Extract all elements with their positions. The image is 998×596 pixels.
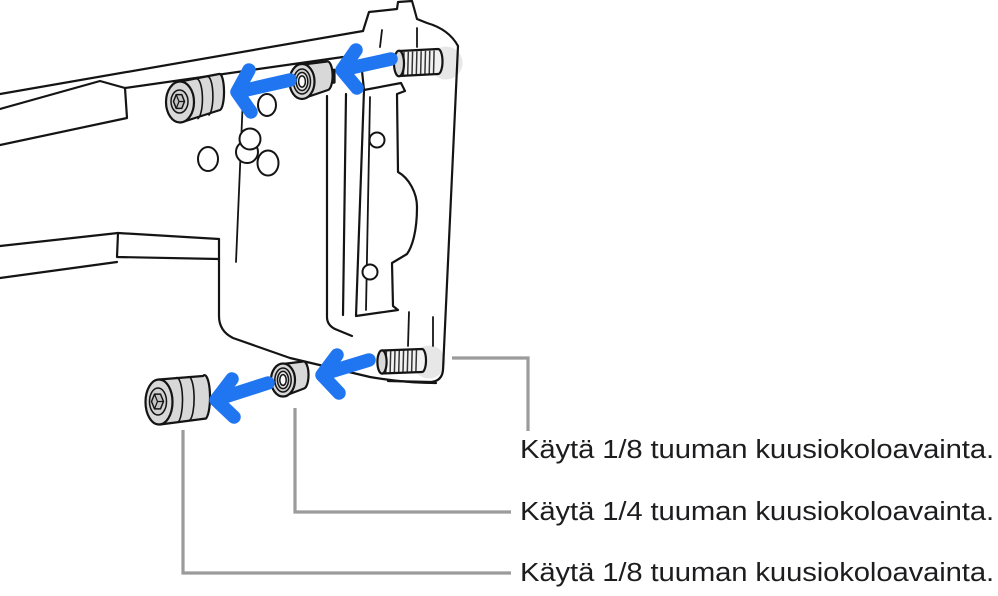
leader-line <box>181 430 511 575</box>
hex-screw-bottom <box>144 374 212 426</box>
left-arrow-icon <box>230 63 297 119</box>
threaded-screw-bottom <box>376 347 428 375</box>
leader-lines <box>181 356 530 575</box>
callout-label: Käytä 1/4 tuuman kuusiokoloavainta. <box>520 498 994 526</box>
hex-screw-top <box>164 72 226 124</box>
bracket-channel <box>354 81 419 318</box>
bracket-holes <box>361 131 386 281</box>
threaded-spacer-top <box>288 60 336 101</box>
left-arrow-icon <box>315 348 376 400</box>
left-arrow-icon <box>209 372 275 424</box>
callout-label: Käytä 1/8 tuuman kuusiokoloavainta. <box>520 559 994 587</box>
left-arrow-icon <box>335 43 398 95</box>
callout-label: Käytä 1/8 tuuman kuusiokoloavainta. <box>520 436 994 464</box>
leader-line <box>452 356 530 431</box>
rail-crease-line <box>235 96 244 263</box>
leader-line <box>293 408 511 514</box>
threaded-screw-top <box>392 47 444 78</box>
thread-lines <box>402 50 435 76</box>
rail-screw-holes <box>197 93 280 177</box>
mounting-bracket <box>325 0 460 384</box>
bracket-outline <box>361 0 460 384</box>
rail-body <box>0 29 438 385</box>
threaded-spacer-bottom <box>269 360 310 398</box>
